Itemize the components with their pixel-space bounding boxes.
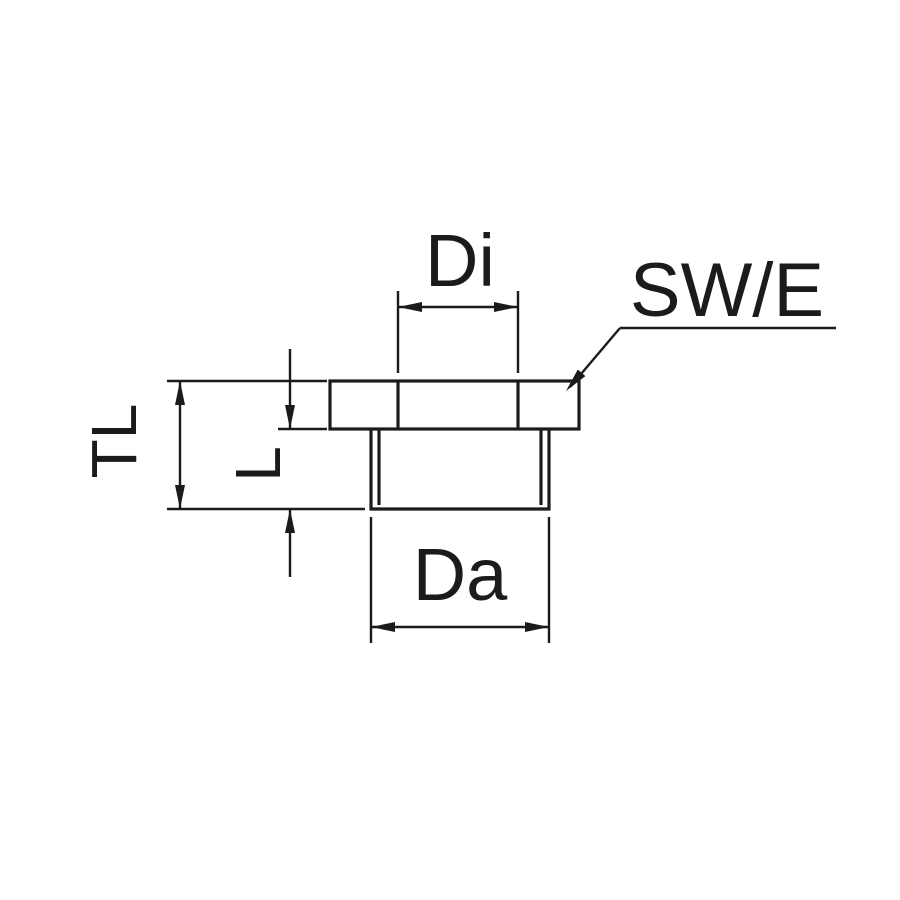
dimension-di: Di [396, 219, 520, 373]
di-arrowhead-left [398, 302, 422, 312]
dimension-l: L [222, 349, 327, 577]
dimension-swe: SW/E [566, 248, 836, 391]
da-arrowhead-left [371, 622, 395, 632]
label-outer-diameter: Da [413, 533, 508, 616]
label-total-length: TL [78, 404, 150, 479]
swe-arrowhead [566, 369, 586, 391]
label-wrench-size: SW/E [630, 248, 824, 333]
dimension-tl: TL [78, 379, 365, 511]
hex-head-outline [328, 379, 581, 431]
label-thread-length: L [222, 446, 294, 482]
label-inner-diameter: Di [425, 219, 495, 302]
l-arrowhead-upper [285, 405, 295, 429]
dimension-da: Da [369, 517, 551, 643]
di-arrowhead-right [494, 302, 518, 312]
da-arrowhead-right [525, 622, 549, 632]
thread-body-outline [369, 429, 551, 511]
l-arrowhead-lower [285, 509, 295, 533]
reducer-fitting-part [328, 379, 581, 511]
tl-arrowhead-bottom [175, 485, 185, 509]
tl-arrowhead-top [175, 381, 185, 405]
